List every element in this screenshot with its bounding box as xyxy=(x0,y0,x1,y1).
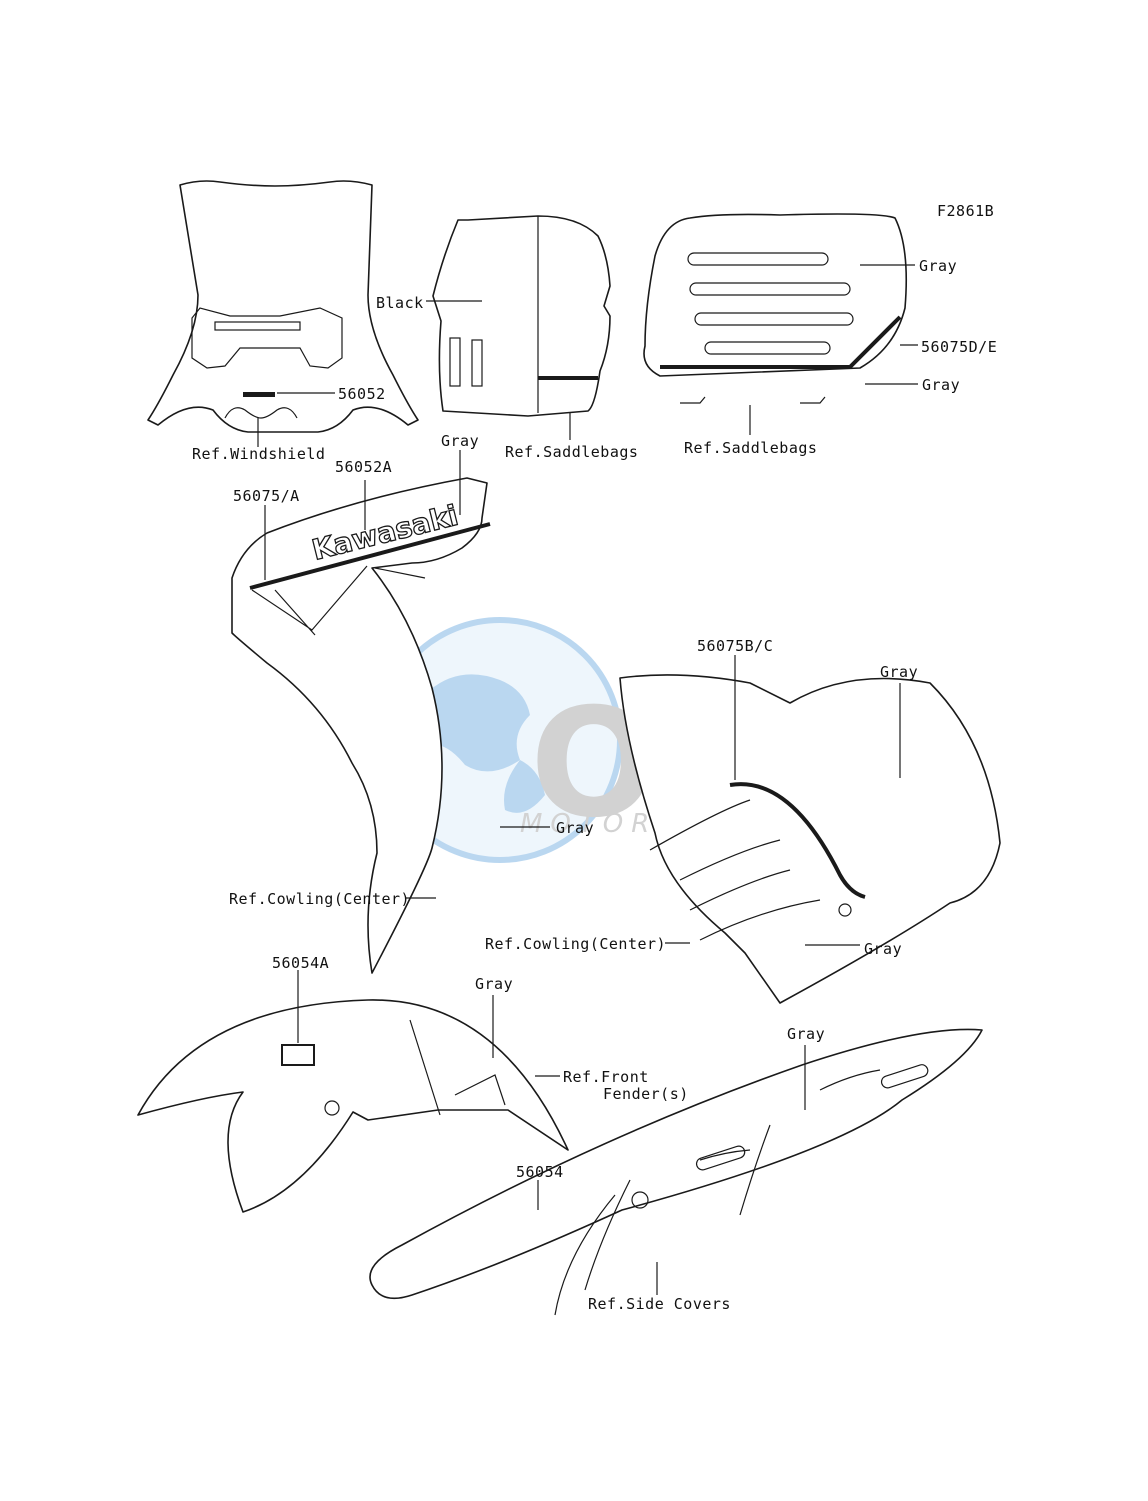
saddlebag-right-part-number: 56075D/E xyxy=(921,338,998,356)
cowling-right-part xyxy=(619,655,1001,1004)
cowl-left-part-logo: 56052A xyxy=(335,458,393,476)
cowl-right-ref: Ref.Cowling(Center) xyxy=(485,935,667,953)
fender-ref-line2: Fender(s) xyxy=(603,1085,689,1103)
windshield-part xyxy=(147,180,419,447)
cowl-left-color-top: Gray xyxy=(441,432,480,450)
fender-ref-line1: Ref.Front xyxy=(563,1068,649,1086)
windshield-decal xyxy=(243,392,275,397)
cowl-left-part-stripe: 56075/A xyxy=(233,487,300,505)
side-cover-ref: Ref.Side Covers xyxy=(588,1295,731,1313)
figure-code: F2861B xyxy=(937,202,995,220)
cowl-right-color-bottom: Gray xyxy=(864,940,903,958)
saddlebag-left-part xyxy=(426,215,611,440)
side-cover-part-number: 56054 xyxy=(516,1163,564,1181)
windshield-part-number: 56052 xyxy=(338,385,386,403)
cowling-left-part: Kawasaki xyxy=(231,450,550,974)
cowl-right-part-stripe: 56075B/C xyxy=(697,637,774,655)
windshield-ref: Ref.Windshield xyxy=(192,445,326,463)
saddlebag-right-ref: Ref.Saddlebags xyxy=(684,439,818,457)
cowl-left-ref: Ref.Cowling(Center) xyxy=(229,890,411,908)
front-fender-part xyxy=(137,970,569,1213)
saddlebag-right-color-top: Gray xyxy=(919,257,958,275)
cowl-left-color-mid: Gray xyxy=(556,819,595,837)
cowl-right-color-top: Gray xyxy=(880,663,919,681)
saddlebag-right-color-bottom: Gray xyxy=(922,376,961,394)
saddlebag-left-ref: Ref.Saddlebags xyxy=(505,443,639,461)
side-cover-color: Gray xyxy=(787,1025,826,1043)
fender-color: Gray xyxy=(475,975,514,993)
fender-part-number: 56054A xyxy=(272,954,330,972)
saddlebag-left-color: Black xyxy=(376,294,424,312)
side-cover-part xyxy=(369,1028,983,1316)
watermark-continents-icon xyxy=(421,674,545,813)
fender-decal xyxy=(281,1044,315,1066)
saddlebag-right-part xyxy=(643,213,918,435)
